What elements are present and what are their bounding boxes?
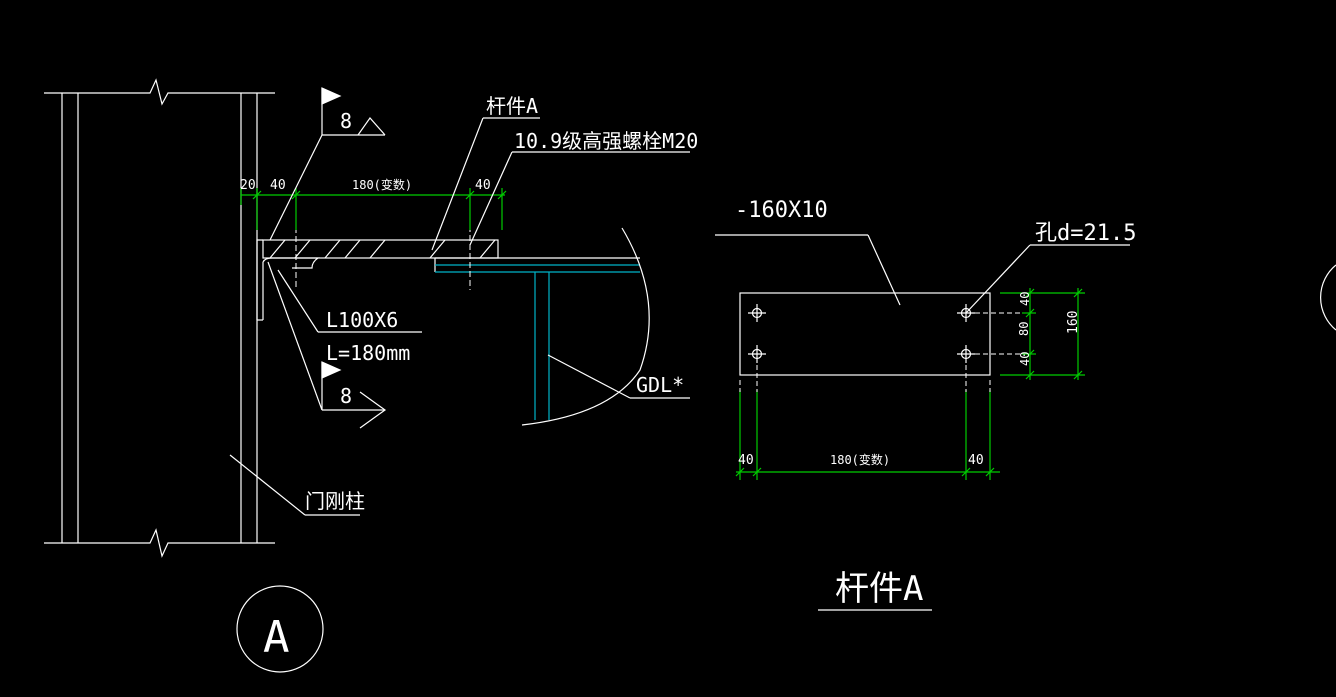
weld-symbol-top: [269, 87, 386, 241]
label-gdl: GDL*: [636, 373, 684, 397]
leader-angle: [277, 269, 422, 333]
plate-member-a: [262, 239, 499, 259]
dimension-plate-bottom-ext: [739, 365, 991, 392]
dim-40-left: 40: [270, 178, 286, 193]
leader-plate-spec: [715, 234, 901, 306]
angle-connector: [256, 239, 320, 321]
label-hole-spec: 孔d=21.5: [1035, 221, 1136, 246]
label-column: 门刚柱: [305, 489, 365, 513]
label-part-a: 杆件A: [486, 94, 538, 118]
dim-20: 20: [240, 178, 256, 193]
dim-plate-right-40-top: 40: [1018, 292, 1032, 306]
dim-plate-40-right: 40: [968, 453, 984, 468]
beam-gdl: [434, 227, 650, 426]
dim-plate-right-40-bottom: 40: [1018, 352, 1032, 366]
dim-plate-right-160: 160: [1066, 311, 1081, 334]
leader-gdl: [547, 354, 690, 399]
leader-hole: [965, 244, 1130, 314]
dim-plate-40-left: 40: [738, 453, 754, 468]
plate-detail: [739, 292, 991, 376]
weld-size-top: 8: [340, 109, 352, 133]
detail-label: A: [263, 612, 290, 663]
part-title: 杆件A: [835, 569, 923, 609]
weld-symbol-bottom: [267, 261, 387, 429]
dim-40-right: 40: [475, 178, 491, 193]
dimension-plate-bottom: [735, 390, 1000, 480]
leader-part-a: [431, 117, 540, 251]
column: [44, 78, 275, 558]
dimension-plate-right: [1000, 288, 1085, 380]
weld-size-bottom: 8: [340, 384, 352, 408]
dimension-plate-right-ext: [975, 312, 1020, 355]
dim-plate-180-variable: 180(变数): [830, 452, 890, 467]
dimension-top: [240, 188, 507, 230]
leader-column: [229, 454, 360, 516]
label-bolt-spec: 10.9级高强螺栓M20: [514, 129, 698, 153]
label-plate-spec: -160X10: [735, 198, 828, 223]
dim-180-variable-top: 180(变数): [352, 177, 412, 192]
label-angle-length: L=180mm: [326, 341, 410, 365]
detail-bubble: [236, 585, 324, 673]
dim-plate-right-80: 80: [1017, 322, 1031, 336]
partial-bubble-right: [1320, 264, 1336, 331]
leader-bolt: [469, 151, 690, 246]
label-angle-size: L100X6: [326, 308, 398, 332]
